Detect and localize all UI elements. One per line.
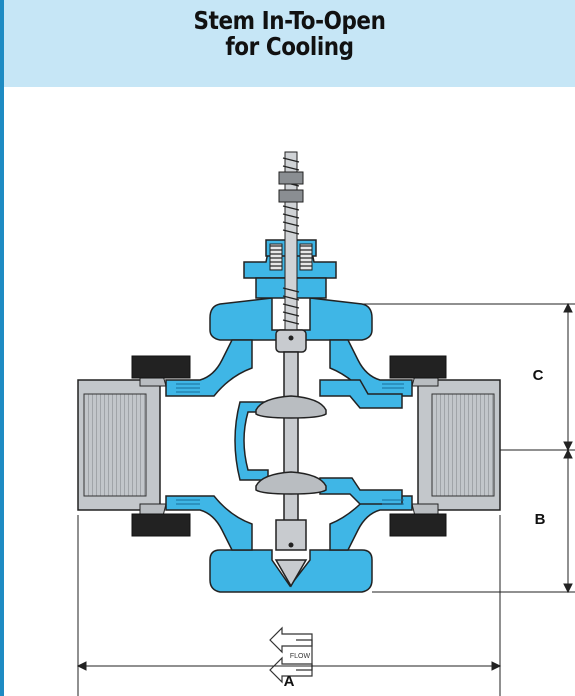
left-pipe-fitting: [77, 371, 167, 521]
flow-label: FLOW: [290, 653, 311, 660]
left-seal-top: [131, 355, 191, 379]
dimension-b-label: B: [535, 511, 546, 528]
dimension-c-label: C: [533, 367, 544, 384]
flow-arrows: [269, 626, 313, 684]
dimension-a: [76, 515, 502, 696]
dimension-bc: [362, 302, 575, 594]
body-thread-details: [176, 383, 404, 505]
left-seal-bottom: [131, 513, 191, 537]
threaded-stem: [278, 151, 304, 353]
diagram-title: Stem In-To-Open for Cooling: [44, 8, 535, 60]
valve-stem-plug: [255, 329, 327, 588]
valve-body: [165, 297, 413, 593]
title-banner: [4, 0, 575, 87]
title-line-2: for Cooling: [225, 32, 354, 61]
right-seal-bottom: [389, 513, 447, 537]
right-seal-top: [389, 355, 447, 379]
title-line-1: Stem In-To-Open: [193, 6, 386, 35]
packing-spring: [269, 243, 313, 271]
right-pipe-fitting: [411, 371, 501, 521]
dimension-a-label: A: [284, 673, 295, 690]
